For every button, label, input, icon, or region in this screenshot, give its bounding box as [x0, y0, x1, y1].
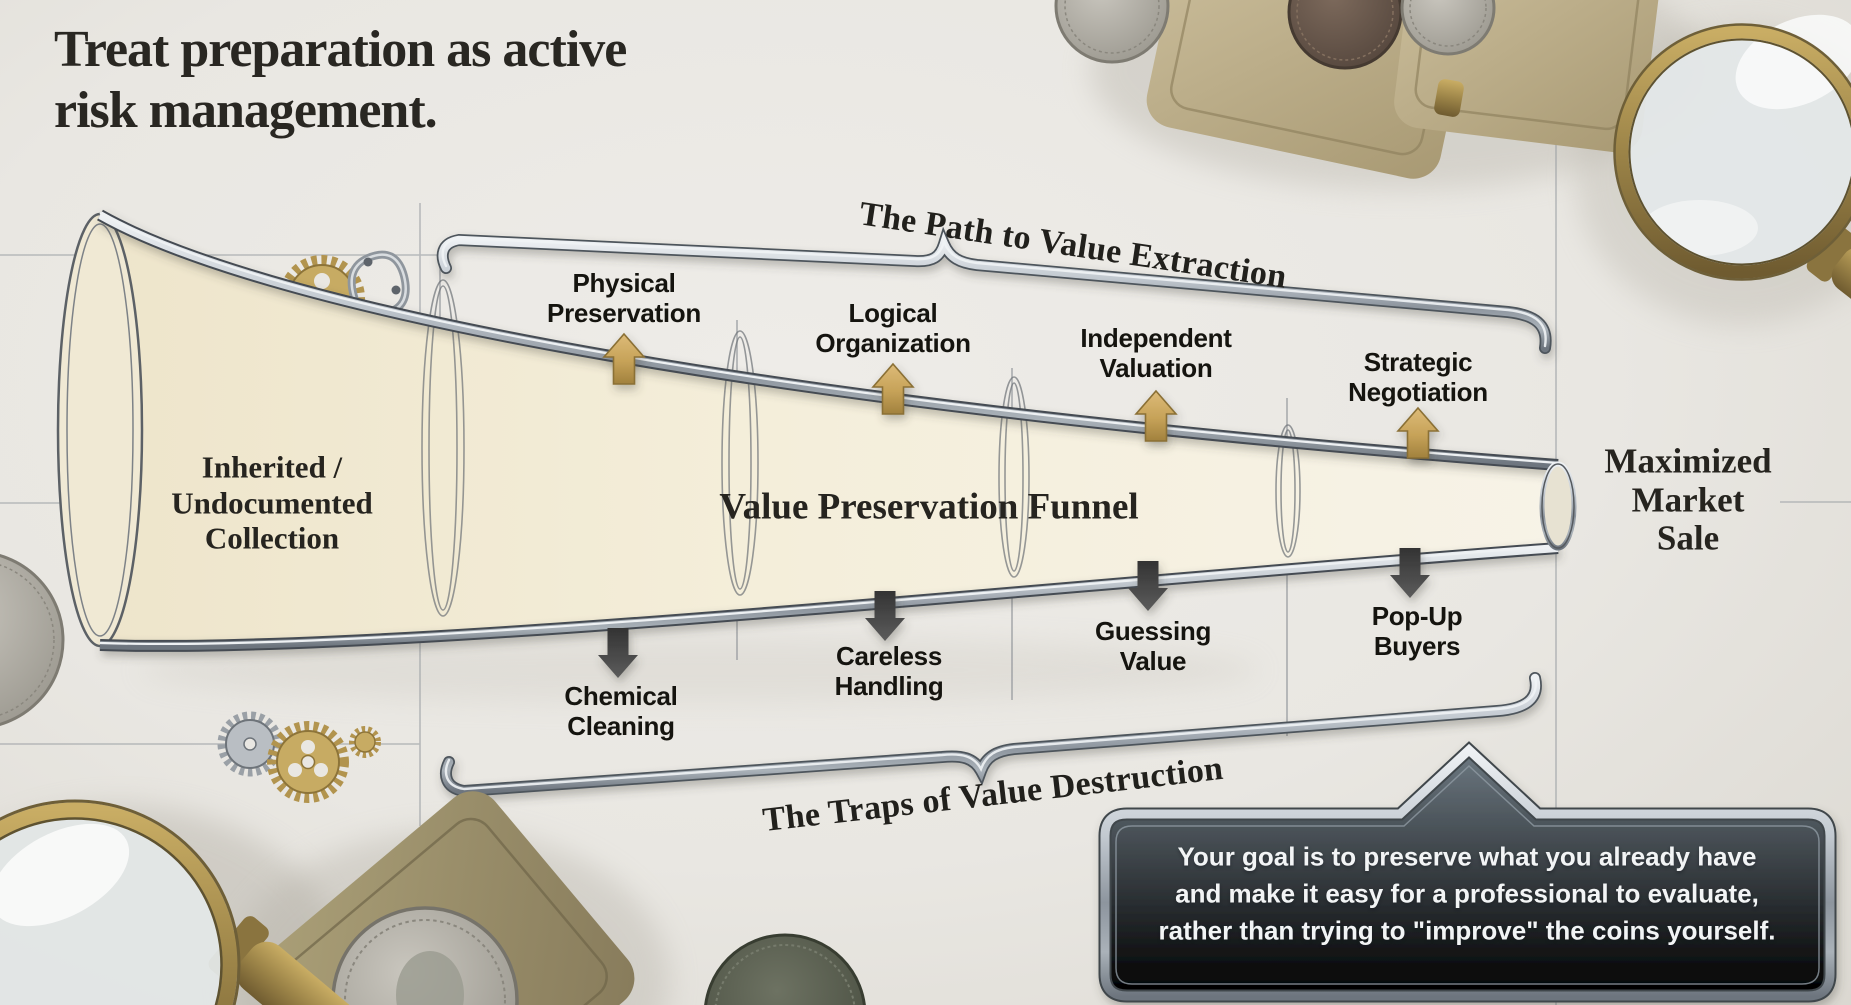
step-strategic-negotiation: Strategic Negotiation [1348, 346, 1488, 407]
trap-chemical-cleaning: Chemical Cleaning [564, 680, 678, 741]
coin-top-center [1054, 0, 1170, 64]
funnel-rings [421, 279, 1301, 617]
funnel-edges [97, 209, 1559, 652]
funnel-output-label: Maximized Market Sale [1604, 441, 1772, 558]
page-title: Treat preparation as active risk managem… [54, 21, 627, 139]
funnel-spout [1539, 461, 1577, 551]
extraction-brace [436, 226, 1552, 354]
funnel [56, 209, 1577, 652]
coin-bottom-center [704, 933, 866, 1005]
up-arrow-strategic-negotiation [1396, 406, 1440, 459]
destruction-brace [440, 672, 1542, 798]
clasp-icon [347, 250, 410, 316]
up-arrow-physical-preservation [602, 332, 646, 385]
step-logical-organization: Logical Organization [815, 297, 971, 358]
trap-guessing-value: Guessing Value [1094, 615, 1212, 676]
coin-in-case [331, 906, 519, 1005]
down-arrow-chemical-cleaning [598, 628, 638, 678]
funnel-body [100, 215, 1558, 646]
up-arrow-logical-organization [871, 362, 915, 415]
magnifying-glass-top-right [1613, 14, 1851, 353]
callout-box [1098, 741, 1837, 1003]
down-arrow-guessing-value [1128, 561, 1168, 611]
case-latch [1434, 79, 1464, 117]
magnifying-glass-bottom-left [0, 799, 406, 1005]
gold-up-arrows [602, 332, 1440, 459]
callout-text: Your goal is to preserve what you alread… [1158, 841, 1776, 946]
magnifier-ring [0, 802, 238, 1005]
trap-careless-handling: Careless Handling [834, 640, 944, 701]
step-physical-preservation: Physical Preservation [547, 267, 701, 328]
funnel-center-label: Value Preservation Funnel [719, 486, 1139, 528]
step-independent-valuation: Independent Valuation [1080, 322, 1232, 383]
up-arrow-independent-valuation [1134, 389, 1178, 442]
funnel-input-label: Inherited / Undocumented Collection [171, 449, 373, 556]
coin-on-case-silver [1400, 0, 1496, 56]
magnifier-handle [1806, 225, 1851, 353]
gear-icons-bottom [217, 711, 381, 803]
down-arrow-careless-handling [865, 591, 905, 641]
dark-down-arrows [598, 548, 1430, 678]
funnel-mouth [56, 212, 144, 648]
down-arrow-popup-buyers [1390, 548, 1430, 598]
left-edge-coin [0, 554, 65, 726]
trap-popup-buyers: Pop-Up Buyers [1371, 600, 1463, 661]
magnifier-ring [1615, 25, 1851, 279]
